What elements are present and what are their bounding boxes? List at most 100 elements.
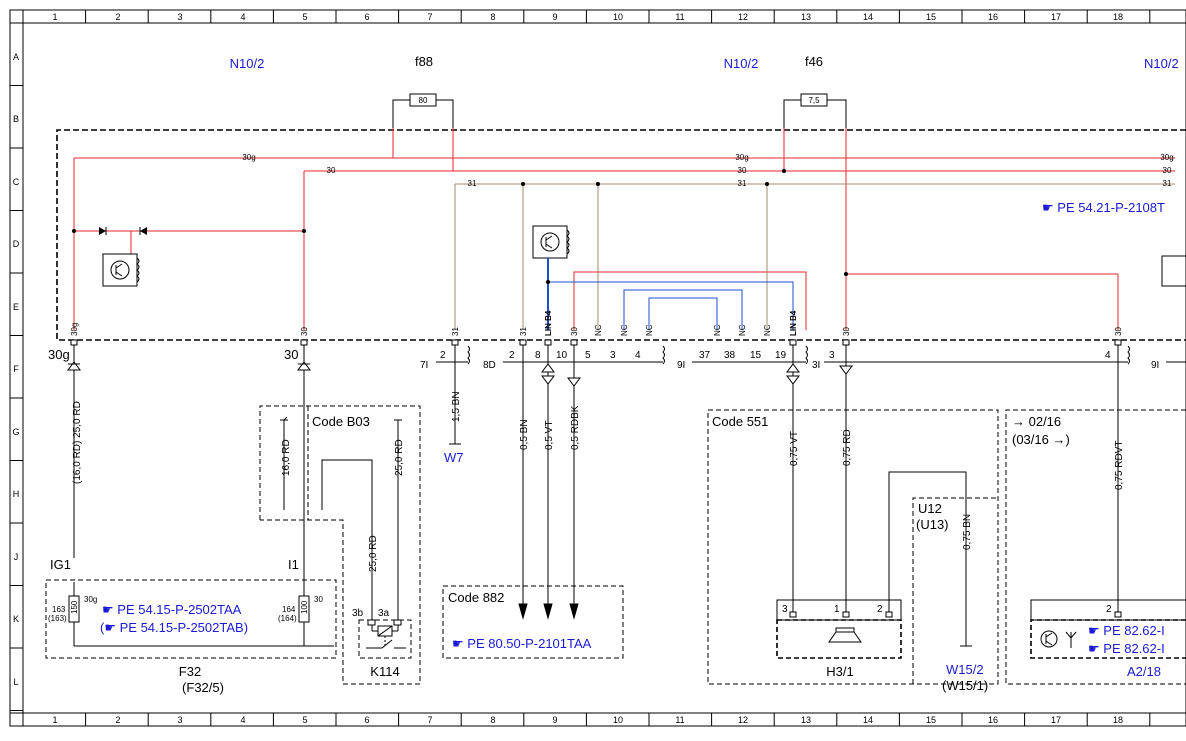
row-label: G: [12, 427, 19, 437]
diode: [139, 227, 147, 235]
reference-link[interactable]: ☛ PE 54.21-P-2108T: [1042, 200, 1165, 215]
col-label: 4: [240, 12, 245, 22]
component-w15-2-label: W15/2: [946, 662, 984, 677]
code-label: Code B03: [312, 414, 370, 429]
wire-label: 0,75 BN: [962, 514, 973, 550]
pin-label: 30: [1114, 327, 1123, 336]
pin-label: NC: [713, 324, 722, 336]
column-ticks: [22, 10, 1151, 726]
fuse-f46: 7,5: [783, 93, 847, 128]
connector-label: 15: [750, 350, 762, 361]
connector-label: 3: [610, 350, 616, 361]
connector-label: 2: [440, 350, 446, 361]
row-label: L: [13, 677, 18, 687]
col-label: 15: [926, 715, 936, 725]
version-from-label: → 02/16: [1012, 414, 1061, 429]
junction-dots: [72, 169, 848, 284]
component-a2-18-label: A2/18: [1127, 664, 1161, 679]
connector-label: 2: [509, 350, 515, 361]
pointing-hand-icon: ☛: [1088, 623, 1103, 638]
transistor-symbol: [102, 253, 140, 287]
terminal-label: 30: [284, 347, 298, 362]
bus-red: [73, 128, 1175, 330]
pin-label: 30g: [70, 323, 79, 336]
wire-label: 0,75 RD: [842, 429, 853, 466]
col-label: 3: [177, 715, 182, 725]
row-labels: A B C D E F G H J K L: [12, 52, 19, 687]
col-label: 14: [863, 12, 873, 22]
fuse-pin-label: 30g: [84, 595, 97, 604]
col-label: 8: [490, 715, 495, 725]
module-pin-labels: 30g 30 31 31 LIN B4 30 NC NC NC NC NC NC…: [70, 310, 1123, 336]
fuse-rating: 150: [70, 600, 79, 614]
pin-label: LIN B4: [789, 310, 798, 336]
wire-label: (16,0 RD) 25,0 RD: [72, 401, 83, 484]
row-label: F: [13, 364, 19, 374]
col-label: 13: [801, 715, 811, 725]
reference-link[interactable]: ☛ PE 82.62-I: [1088, 641, 1165, 656]
module-boundary: [56, 129, 1186, 341]
terminal-label: 30g: [48, 347, 70, 362]
reference-link[interactable]: ☛ PE 54.15-P-2502TAA: [102, 602, 242, 617]
component-k114-label: K114: [370, 664, 399, 679]
relay-pin-label: 3a: [378, 608, 390, 619]
connector-pins: [70, 339, 1122, 346]
wire-label: 16,0 RD: [281, 439, 292, 476]
transistor-symbol: [532, 225, 570, 259]
connector-label: 4: [635, 350, 641, 361]
col-label: 6: [364, 12, 369, 22]
pin-label: 30: [570, 327, 579, 336]
version-box: [1005, 409, 1186, 685]
bus-label: 30g: [735, 153, 748, 162]
row-label: H: [13, 489, 20, 499]
bus-label: 30: [738, 166, 747, 175]
code-882-box: [442, 585, 624, 659]
component-f32-label: F32: [179, 664, 201, 679]
col-label: 18: [1113, 715, 1123, 725]
fuse-rating: 100: [300, 600, 309, 614]
col-label: 7: [427, 12, 432, 22]
col-label: 13: [801, 12, 811, 22]
wire-label: 25,0 RD: [368, 535, 379, 572]
a2-18-pin: [1114, 611, 1122, 618]
reference-link[interactable]: ☛ PE 82.62-I: [1088, 623, 1165, 638]
col-label: 3: [177, 12, 182, 22]
code-label: Code 551: [712, 414, 768, 429]
col-label: 1: [52, 715, 57, 725]
pin-label: 3: [782, 604, 788, 615]
component-w15-1-label: (W15/1): [942, 678, 988, 693]
partial-component-box: [1161, 255, 1186, 287]
col-label: 4: [240, 715, 245, 725]
diode: [99, 227, 107, 235]
reference-text: PE 82.62-I: [1103, 641, 1164, 656]
bus-label: 31: [738, 179, 747, 188]
bus-labels: 30g 30 31 30g 30 31 30g 30 31: [242, 153, 1173, 188]
connector-label: 3: [829, 350, 835, 361]
connector-label: 7I: [420, 360, 428, 371]
pin-label: NC: [620, 324, 629, 336]
col-label: 12: [738, 12, 748, 22]
connector-label: 19: [775, 350, 787, 361]
component-i1-label: I1: [288, 557, 299, 572]
fuse-ig1: [68, 582, 334, 647]
relay-k114: [366, 619, 406, 649]
reference-link[interactable]: ☛ PE 80.50-P-2101TAA: [452, 636, 592, 651]
terminal-arrows: [67, 345, 311, 558]
component-u12-label: U12: [918, 501, 942, 516]
col-label: 17: [1051, 715, 1061, 725]
reference-link[interactable]: (☛ PE 54.15-P-2502TAB): [100, 620, 248, 635]
bus-label: 30g: [242, 153, 255, 162]
bus-label: 30: [327, 166, 336, 175]
col-label: 15: [926, 12, 936, 22]
component-w7-label: W7: [444, 450, 464, 465]
fuse-f88: 80: [392, 93, 454, 128]
connector-label: 8: [535, 350, 541, 361]
receiver-icon: [1040, 630, 1077, 648]
code-label: Code 882: [448, 590, 504, 605]
row-label: K: [13, 614, 19, 624]
connector-label: 9I: [677, 360, 685, 371]
column-labels-top: 1 2 3 4 5 6 7 8 9 10 11 12 13 14 15 16 1…: [52, 12, 1123, 22]
wire-label: 0,5 RDBK: [570, 405, 581, 450]
row-label: D: [13, 239, 20, 249]
pointing-hand-icon: ☛: [452, 636, 467, 651]
